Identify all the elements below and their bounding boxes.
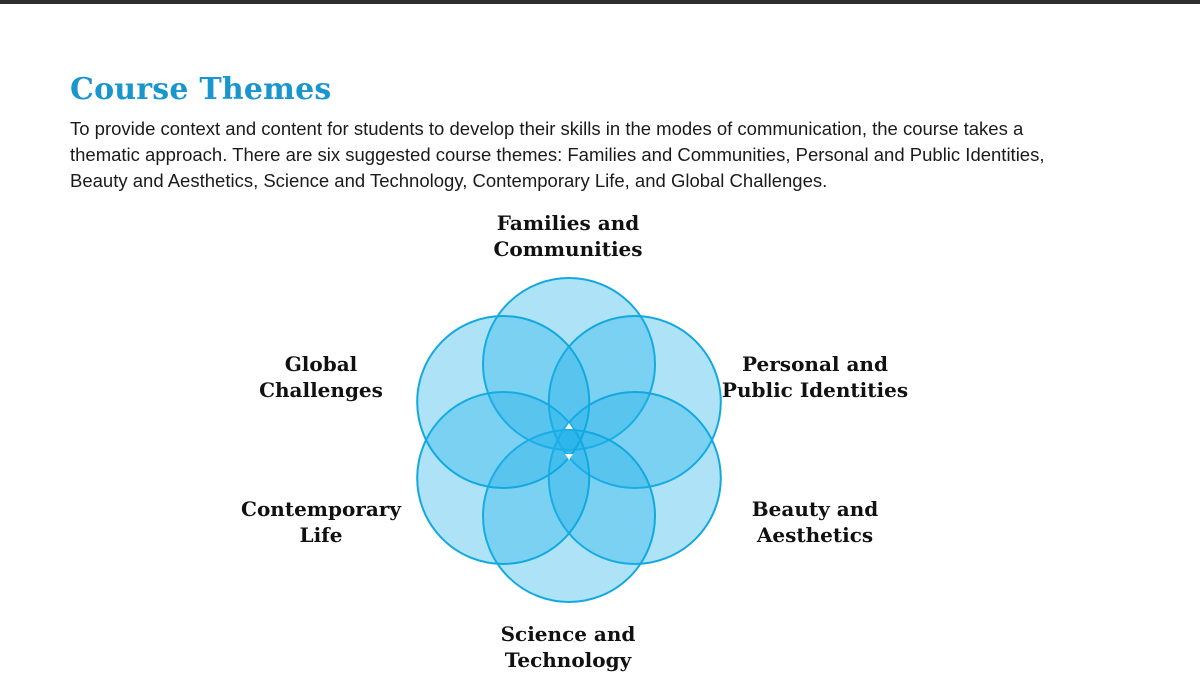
theme-circle-families [482,277,656,451]
theme-circle-global [416,315,591,489]
top-rule [0,0,1200,4]
page-title: Course Themes [70,72,332,107]
center-mark-top [565,423,573,429]
intro-paragraph: To provide context and content for stude… [70,118,1045,191]
theme-circle-science [482,429,656,603]
theme-circle-contemporary [416,391,591,565]
theme-circle-personal [547,315,722,489]
theme-circle-beauty [547,391,722,565]
center-mark-bottom [565,454,573,460]
